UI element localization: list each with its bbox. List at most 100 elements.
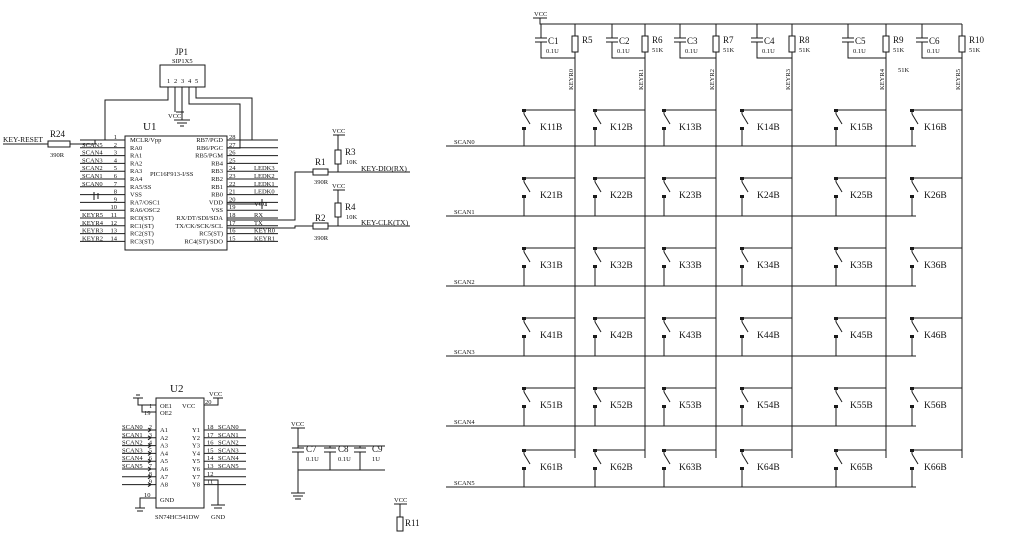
key-label: K12B xyxy=(610,123,633,133)
u2-ref: U2 xyxy=(170,383,183,395)
key-switch: K65B xyxy=(834,449,886,487)
column-resistor-value: 51K xyxy=(893,47,905,54)
key-switch: K25B xyxy=(834,177,886,216)
r24-ref: R24 xyxy=(50,129,66,139)
u1-net-label: LEDK3 xyxy=(254,165,275,172)
u2-pin-number: 7 xyxy=(149,463,153,470)
column-cap-ref: C2 xyxy=(619,36,630,46)
u2-pin-number: 5 xyxy=(149,447,152,454)
column-resistor-ref: R8 xyxy=(799,35,810,45)
u1-net-label: TX xyxy=(254,220,263,227)
key-switch: K46B xyxy=(910,317,962,356)
r1-value: 390R xyxy=(314,179,329,186)
u2-pin-number: 18 xyxy=(207,424,214,431)
jp1-vcc-label: VCC xyxy=(168,113,181,120)
u2-pin-name: Y3 xyxy=(192,443,200,450)
u1-pin-name: RB7/PGD xyxy=(196,137,223,144)
key-label: K15B xyxy=(850,123,873,133)
u1-pin-number: 1 xyxy=(114,134,117,141)
u1-net-label: LEDK1 xyxy=(254,181,275,188)
jp1-pin-3: 3 xyxy=(181,78,184,85)
column-resistor-ref: R10 xyxy=(969,35,985,45)
serial-interface: R1 390R R2 390R KEY-DIO(RX) KEY-CLK(TX) … xyxy=(227,128,410,242)
u1-pin-number: 17 xyxy=(229,220,236,227)
scan-row-label: SCAN5 xyxy=(454,480,475,487)
key-label: K14B xyxy=(757,123,780,133)
r11-ref: R11 xyxy=(405,518,420,528)
column-resistor-value: 51K xyxy=(652,47,664,54)
key-switch: K23B xyxy=(662,177,716,216)
column-cap-ref: C3 xyxy=(687,36,698,46)
key-label: K32B xyxy=(610,261,633,271)
scan-row-label: SCAN3 xyxy=(454,349,475,356)
u1-pin-name: RB0 xyxy=(211,192,223,199)
u1-net-label: KEYR2 xyxy=(82,235,103,242)
column-keyr-label: KEYR5 xyxy=(955,69,962,90)
u2-pin-name: Y2 xyxy=(192,435,200,442)
r2-value: 390R xyxy=(314,235,329,242)
u1-pin-number: 14 xyxy=(111,235,118,242)
u2-pin-name: A3 xyxy=(160,443,168,450)
key-label: K63B xyxy=(679,463,702,473)
decoupling-caps: VCC C7 0.1U C8 0.1U C9 1U xyxy=(291,421,385,500)
u1-net-label: SCAN0 xyxy=(82,181,103,188)
u1-net-label: SCAN3 xyxy=(82,157,103,164)
u2-net-label: SCAN5 xyxy=(122,463,143,470)
key-switch: K21B xyxy=(522,177,575,216)
scan-row-label: SCAN2 xyxy=(454,279,475,286)
u1-pin-name: TX/CK/SCK/SCL xyxy=(175,223,223,230)
u1-pin-name: RB2 xyxy=(211,176,223,183)
key-switch: K54B xyxy=(740,387,792,426)
column-keyr-label: KEYR1 xyxy=(638,69,645,90)
u2-pin-number: 17 xyxy=(207,432,214,439)
r3-value: 10K xyxy=(346,159,358,166)
key-switch: K35B xyxy=(834,247,886,286)
key-switch: K22B xyxy=(593,177,645,216)
u2-oe1: OE1 xyxy=(160,403,172,410)
u1-pin-number: 3 xyxy=(114,150,117,157)
u1-pin-number: 27 xyxy=(229,142,236,149)
column-keyr-label: KEYR0 xyxy=(568,69,575,90)
u1-ref: U1 xyxy=(143,121,156,133)
u2-net-label: SCAN3 xyxy=(122,447,143,454)
u1-pin-number: 28 xyxy=(229,134,236,141)
u1-pin-name: RC5(ST) xyxy=(199,231,223,238)
u2-net-label: SCAN2 xyxy=(218,440,239,447)
r4-ref: R4 xyxy=(345,202,356,212)
key-label: K21B xyxy=(540,191,563,201)
u1-pin-number: 13 xyxy=(111,228,118,235)
u1-right-pin: 28 RB7/PGD xyxy=(196,134,278,144)
u2-net-label: SCAN5 xyxy=(218,463,239,470)
key-label: K34B xyxy=(757,261,780,271)
scan-row: SCAN0 xyxy=(446,139,916,147)
u1-pin-number: 5 xyxy=(114,165,117,172)
key-reset-label: KEY-RESET xyxy=(3,135,43,144)
column-resistor-value: 51K xyxy=(799,47,811,54)
column-cap-ref: C4 xyxy=(764,36,775,46)
scan-row-label: SCAN0 xyxy=(454,139,475,146)
key-label: K24B xyxy=(757,191,780,201)
r3-ref: R3 xyxy=(345,147,356,157)
u1-net-label: KEYR3 xyxy=(82,228,103,235)
u2-pin-name: Y6 xyxy=(192,466,201,473)
u1-pin-name: RB6/PGC xyxy=(197,145,223,152)
u1-pin-number: 12 xyxy=(111,220,118,227)
u2-net-label: SCAN4 xyxy=(122,455,143,462)
column-cap-ref: C5 xyxy=(855,36,866,46)
key-switch: K14B xyxy=(740,109,792,146)
u2-pin-name: Y5 xyxy=(192,458,200,465)
u2-pin-number: 11 xyxy=(207,479,213,486)
key-switch: K12B xyxy=(593,109,645,146)
key-switch: K13B xyxy=(662,109,716,146)
